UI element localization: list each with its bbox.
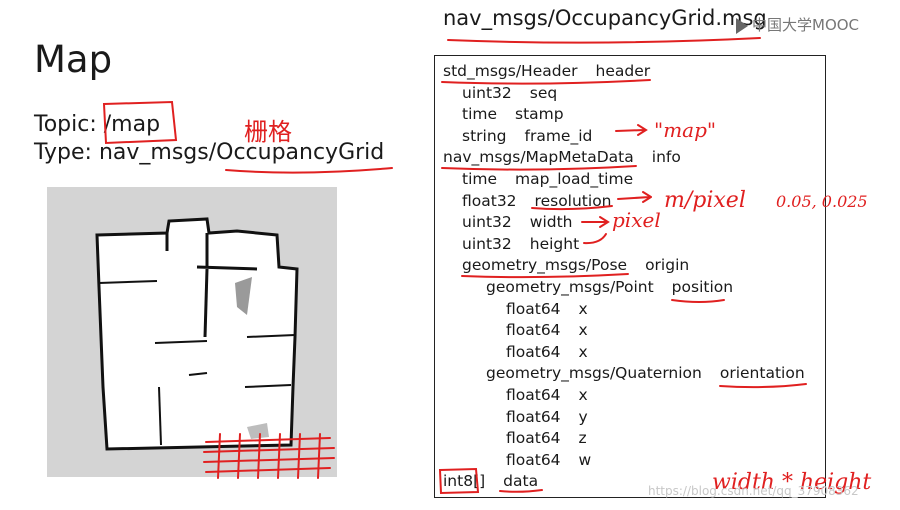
field-name: position <box>671 278 734 296</box>
field-type: uint32 <box>462 213 512 232</box>
grid-note: 栅格 <box>244 118 292 146</box>
field-name: frame_id <box>524 126 593 145</box>
resolution-note: m/pixel <box>664 188 746 213</box>
field-type: string <box>462 126 507 145</box>
topic-line: Topic: /map <box>34 112 160 137</box>
play-icon <box>736 17 748 34</box>
field-type: float64 <box>506 429 561 448</box>
field-name: header <box>595 62 651 80</box>
topic-label: Topic: <box>34 112 104 137</box>
metadata-underline-mark <box>441 165 637 171</box>
slide-title: Map <box>34 38 113 81</box>
width-arrow-mark <box>581 216 610 228</box>
data-size-note: width * height <box>712 470 872 495</box>
map-floorplan <box>47 187 337 477</box>
type-prefix: nav_msgs/ <box>98 140 217 165</box>
field-name: width <box>529 213 573 232</box>
field-type: float64 <box>506 407 561 426</box>
field-name: origin <box>645 256 690 275</box>
field-name: map_load_time <box>515 170 634 188</box>
type-value: OccupancyGrid <box>216 140 385 165</box>
field-type: geometry_msgs/Point <box>486 278 654 296</box>
field-name: stamp <box>515 105 564 124</box>
field-type: std_msgs/Header <box>443 62 578 80</box>
position-underline-mark <box>671 299 725 303</box>
field-type: float64 <box>506 342 561 361</box>
pose-underline-mark <box>461 273 629 279</box>
topic-value: /map <box>103 112 161 137</box>
width-note: pixel <box>612 208 661 232</box>
grid-hatch-mark <box>203 433 335 479</box>
field-type: time <box>462 105 498 124</box>
field-type: float32 <box>462 191 517 210</box>
occupancy-map-image <box>47 187 337 477</box>
resolution-arrow-mark <box>617 191 652 203</box>
field-name: x <box>578 386 588 404</box>
type-label: Type: <box>34 140 99 165</box>
field-type: nav_msgs/MapMetaData <box>443 148 634 167</box>
field-type: time <box>462 170 498 188</box>
type-line: Type: nav_msgs/OccupancyGrid <box>34 140 384 165</box>
field-name: x <box>578 321 588 340</box>
field-name: y <box>578 407 588 426</box>
data-underline-mark <box>499 489 543 493</box>
type-underline-mark <box>225 167 393 174</box>
height-arrow-mark <box>583 233 607 245</box>
field-type: uint32 <box>462 83 512 102</box>
field-type: geometry_msgs/Quaternion <box>486 364 702 383</box>
field-name: data <box>503 472 539 491</box>
field-name: resolution <box>534 191 612 210</box>
field-type: float64 <box>506 450 561 469</box>
watermark: https://blog.csdn.net/qq_37908362 <box>648 484 859 498</box>
field-name: x <box>578 342 588 361</box>
field-type: int8[] <box>443 472 486 491</box>
header-underline-mark <box>441 79 651 85</box>
field-name: w <box>578 450 592 469</box>
field-name: height <box>529 234 580 253</box>
field-name: x <box>578 299 588 318</box>
topic-circle-mark <box>102 100 178 145</box>
field-type: float64 <box>506 386 561 404</box>
field-type: float64 <box>506 321 561 340</box>
resolution-underline-mark <box>531 205 613 211</box>
field-type: geometry_msgs/Pose <box>462 256 628 275</box>
field-name: z <box>578 429 587 448</box>
field-name: seq <box>529 83 558 102</box>
int8-circle-mark <box>438 467 480 495</box>
frame-id-arrow-mark <box>615 124 648 136</box>
field-type: uint32 <box>462 234 512 253</box>
frame-id-note: "map" <box>654 118 717 142</box>
message-file-title: nav_msgs/OccupancyGrid.msg <box>443 6 767 30</box>
title-underline-mark <box>447 37 761 44</box>
orientation-underline-mark <box>719 383 807 389</box>
field-name: info <box>651 148 681 167</box>
field-name: orientation <box>719 364 805 383</box>
field-type: float64 <box>506 299 561 318</box>
resolution-values-note: 0.05, 0.025 <box>776 192 868 211</box>
mooc-logo: 中国大学MOOC <box>736 14 859 35</box>
